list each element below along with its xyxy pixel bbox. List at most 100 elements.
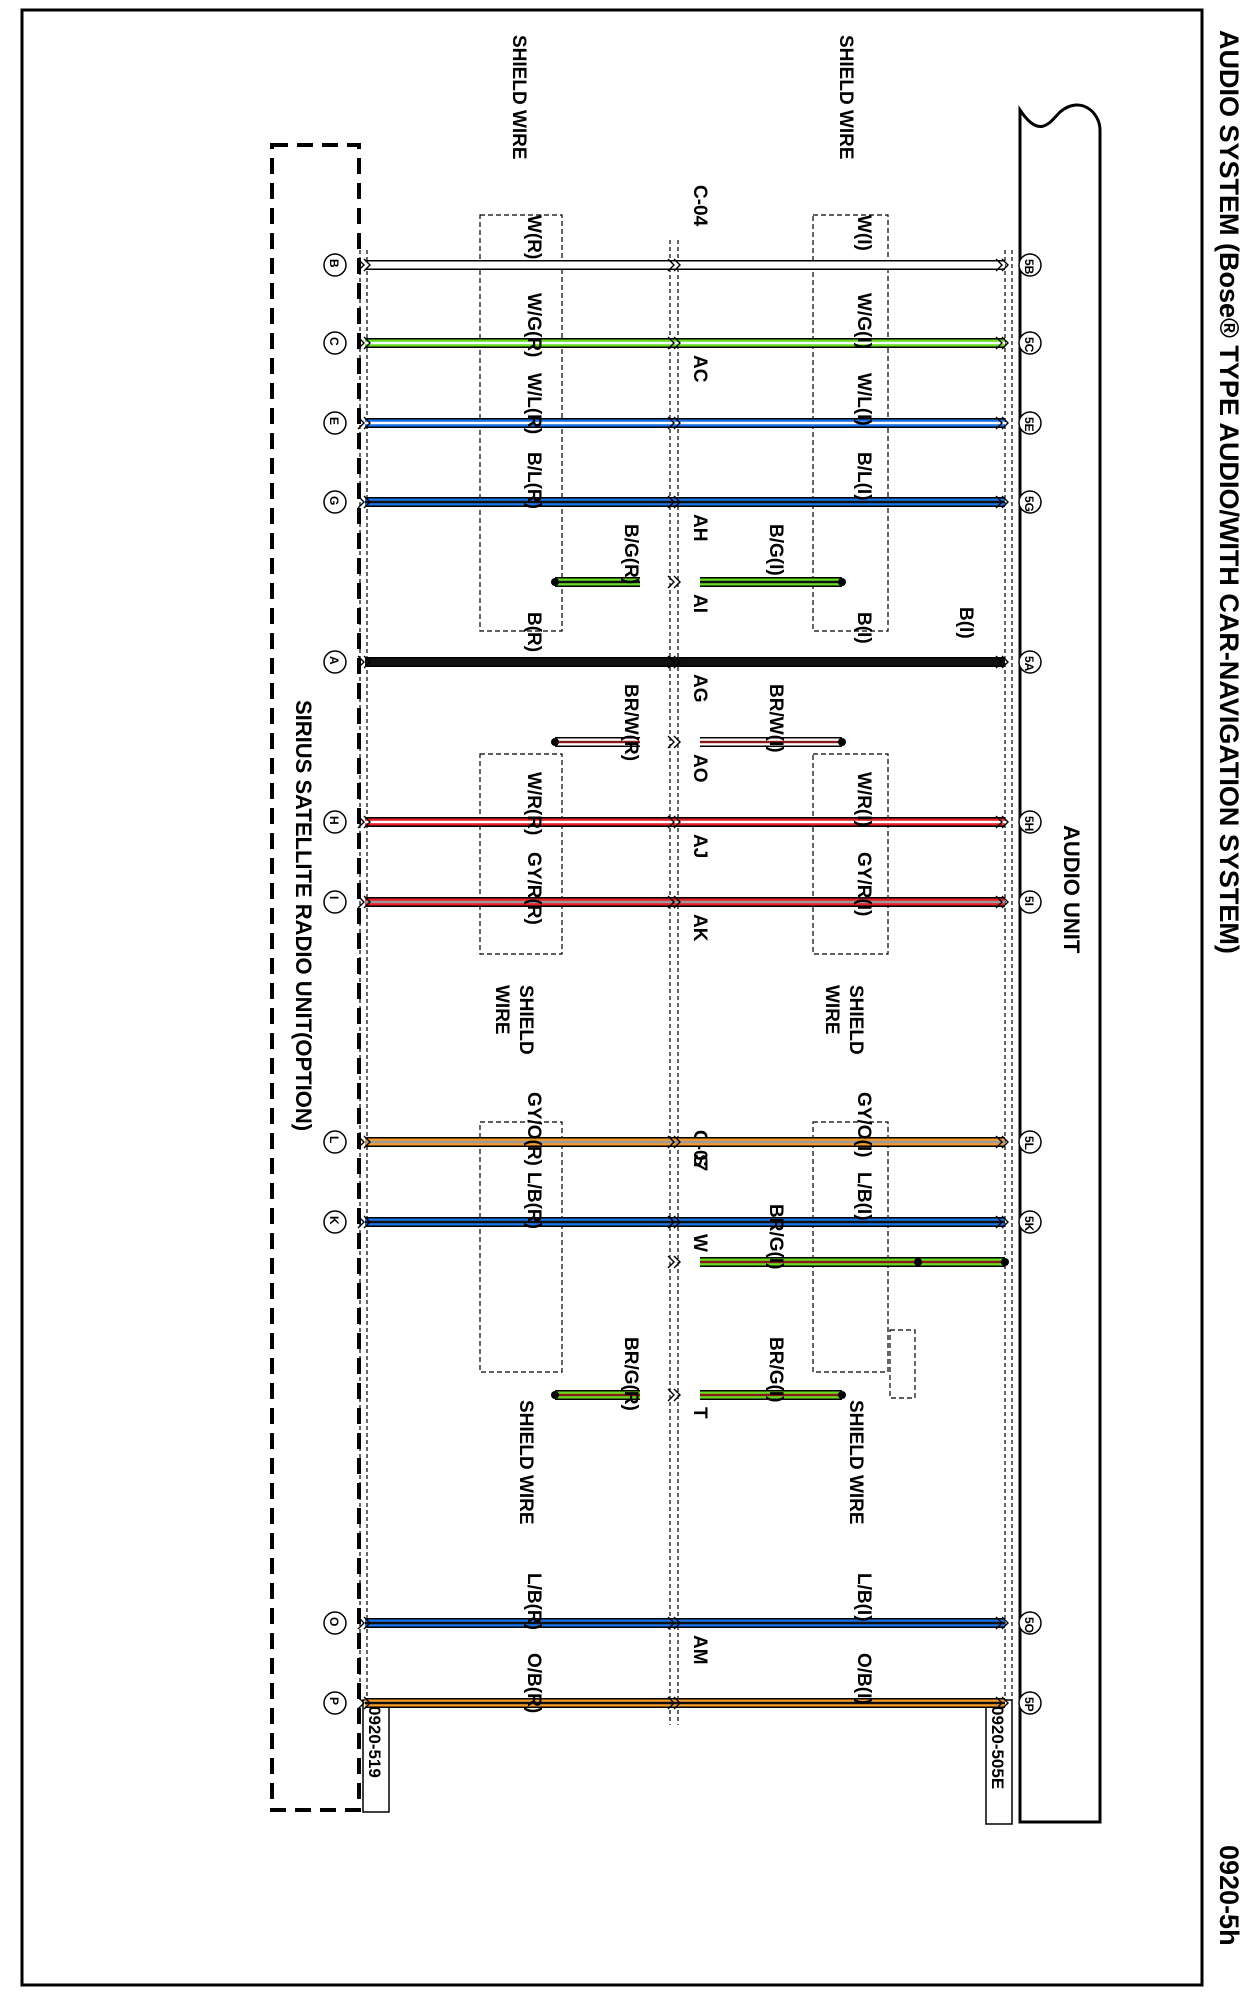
svg-text:5L: 5L	[1022, 1136, 1036, 1150]
wire-label-lower: W/R(R)	[523, 772, 544, 835]
audio-unit-connector-id: 0920-505E	[988, 1706, 1007, 1789]
drain-wire-3: BR/G(I)BR/G(R)T	[551, 1337, 846, 1419]
wire-label-upper: W/L(I)	[853, 373, 874, 426]
drain-label-upper: BR/W(I)	[765, 684, 786, 753]
chevron-mid	[667, 416, 681, 430]
wire-segment-mid-lower	[548, 1618, 700, 1628]
wire-segment-upper	[868, 260, 1005, 270]
wire-segment-mid-upper	[700, 260, 868, 270]
wire-label-connector-pin: AK	[689, 914, 710, 942]
wire-label-lower: B/L(R)	[523, 452, 544, 509]
wire-label-lower: L/B(R)	[523, 1172, 544, 1229]
pin-bottom-L: L	[323, 1130, 347, 1154]
chevron-mid	[667, 1135, 681, 1149]
wire-label-connector-pin: AM	[689, 1635, 710, 1665]
wire-label-upper: L/B(I)	[853, 1172, 874, 1221]
drain-label-upper: BR/G(I)	[765, 1204, 786, 1269]
pin-bottom-I: I	[323, 890, 347, 914]
pin-bottom-H: H	[323, 810, 347, 834]
wire-segment-upper	[868, 418, 1005, 428]
shield-box-upper-2	[812, 753, 889, 955]
svg-text:5B: 5B	[1022, 259, 1036, 275]
wire-segment-mid-lower	[548, 338, 700, 348]
chevron-top	[995, 1616, 1009, 1630]
wire-segment-mid-lower	[548, 657, 700, 667]
wire-label-lower: W/G(R)	[523, 293, 544, 357]
wire-label-upper: B/L(I)	[853, 452, 874, 501]
drain-wires: B/G(I)B/G(R)AIBR/W(I)BR/W(R)AOBR/G(I)BR/…	[551, 524, 1009, 1419]
drain-chevron	[667, 1255, 681, 1269]
wire-label-connector-pin: W	[689, 1234, 710, 1252]
wire-segment-upper	[868, 817, 1005, 827]
chevron-top	[995, 895, 1009, 909]
chevron-mid	[667, 815, 681, 829]
drain-label-upper: BR/G(I)	[765, 1337, 786, 1402]
chevron-top	[995, 258, 1009, 272]
shield-wire-label-5: SHIELD WIRE	[845, 1400, 866, 1525]
svg-text:O: O	[327, 1617, 341, 1626]
pin-top-5B: 5B	[1018, 253, 1042, 277]
wire-segment-mid-upper	[700, 497, 868, 507]
wire-segment-mid-lower	[548, 1698, 700, 1708]
chevron-bottom	[357, 1135, 371, 1149]
wire-label-lower: W/L(R)	[523, 373, 544, 434]
wire-label-connector-pin: AJ	[689, 834, 710, 858]
shield-wire-label-4a: SHIELD	[515, 985, 536, 1055]
drain-wire-1: B/G(I)B/G(R)AI	[551, 524, 846, 613]
wire-segment-upper	[868, 1698, 1005, 1708]
shield-wire-label-3b: WIRE	[821, 985, 842, 1035]
drain-wire-4: BR/G(I)	[667, 1204, 1009, 1269]
radio-unit-connector-box	[362, 1699, 390, 1813]
wire-segment-mid-lower	[548, 897, 700, 907]
wire-segment-lower	[365, 1217, 548, 1227]
chevron-bottom	[357, 1696, 371, 1710]
pin-top-5K: 5K	[1018, 1210, 1042, 1234]
wire-segment-mid-upper	[700, 1698, 868, 1708]
wire-label-upper: L/B(I)	[853, 1573, 874, 1622]
wire-segment-mid-lower	[548, 497, 700, 507]
chevron-bottom	[357, 495, 371, 509]
wire-segment-mid-lower	[548, 1217, 700, 1227]
drain-chevron	[667, 575, 681, 589]
audio-unit-outline	[1018, 103, 1102, 1824]
chevron-top	[995, 655, 1009, 669]
radio-unit: SIRIUS SATELLITE RADIO UNIT(OPTION) 0920…	[270, 143, 390, 1813]
chevron-mid	[667, 1696, 681, 1710]
wire-label-upper: GY/R(I)	[853, 852, 874, 916]
wire-segment-mid-upper	[700, 1618, 868, 1628]
wire-segment-upper	[868, 338, 1005, 348]
chevron-mid	[667, 1616, 681, 1630]
wire-segment-upper	[868, 897, 1005, 907]
svg-text:5K: 5K	[1022, 1216, 1036, 1232]
svg-text:P: P	[327, 1697, 341, 1705]
drain-label-lower: BR/W(R)	[620, 684, 641, 761]
svg-text:I: I	[327, 896, 341, 899]
wire-segment-upper	[868, 1618, 1005, 1628]
wire-segment-lower	[365, 817, 548, 827]
shield-box-upper-3	[812, 1121, 889, 1373]
chevron-top	[995, 1696, 1009, 1710]
svg-text:5O: 5O	[1022, 1617, 1036, 1633]
wire-label-upper: B(I)	[853, 612, 874, 644]
wire-label-lower: B(R)	[523, 612, 544, 652]
chevron-mid	[667, 495, 681, 509]
drain-label-connector-pin: T	[689, 1407, 710, 1419]
drain-chevron	[667, 1388, 681, 1402]
radio-unit-label: SIRIUS SATELLITE RADIO UNIT(OPTION)	[291, 700, 316, 1131]
svg-text:L: L	[327, 1136, 341, 1143]
wire-segment-mid-lower	[548, 260, 700, 270]
chevron-bottom	[357, 258, 371, 272]
shield-wire-label-3a: SHIELD	[845, 985, 866, 1055]
wire-label-connector-pin: AH	[689, 514, 710, 541]
pin-bottom-B: B	[323, 253, 347, 277]
wire-segment-lower	[365, 1137, 548, 1147]
wire-label-lower: GY/O(R)	[523, 1092, 544, 1166]
wire-label-connector-pin: S	[689, 1154, 710, 1167]
chevron-top	[995, 1215, 1009, 1229]
wire-label-upper: W(I)	[853, 215, 874, 251]
